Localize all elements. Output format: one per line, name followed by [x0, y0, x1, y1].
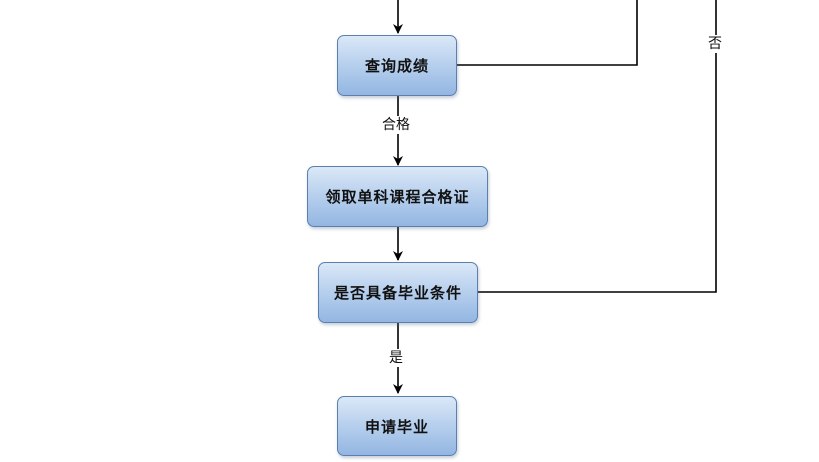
connector-query-scores-loop — [457, 0, 638, 66]
edge-label-no: 否 — [708, 35, 722, 53]
node-check-graduation: 是否具备毕业条件 — [318, 262, 478, 323]
edge-label-yes: 是 — [389, 349, 403, 367]
edge-label-pass: 合格 — [382, 116, 410, 134]
node-apply-graduation: 申请毕业 — [337, 396, 457, 456]
node-query-scores: 查询成绩 — [337, 35, 457, 96]
node-receive-certificate: 领取单科课程合格证 — [307, 166, 488, 227]
connector-no-branch — [478, 0, 717, 293]
